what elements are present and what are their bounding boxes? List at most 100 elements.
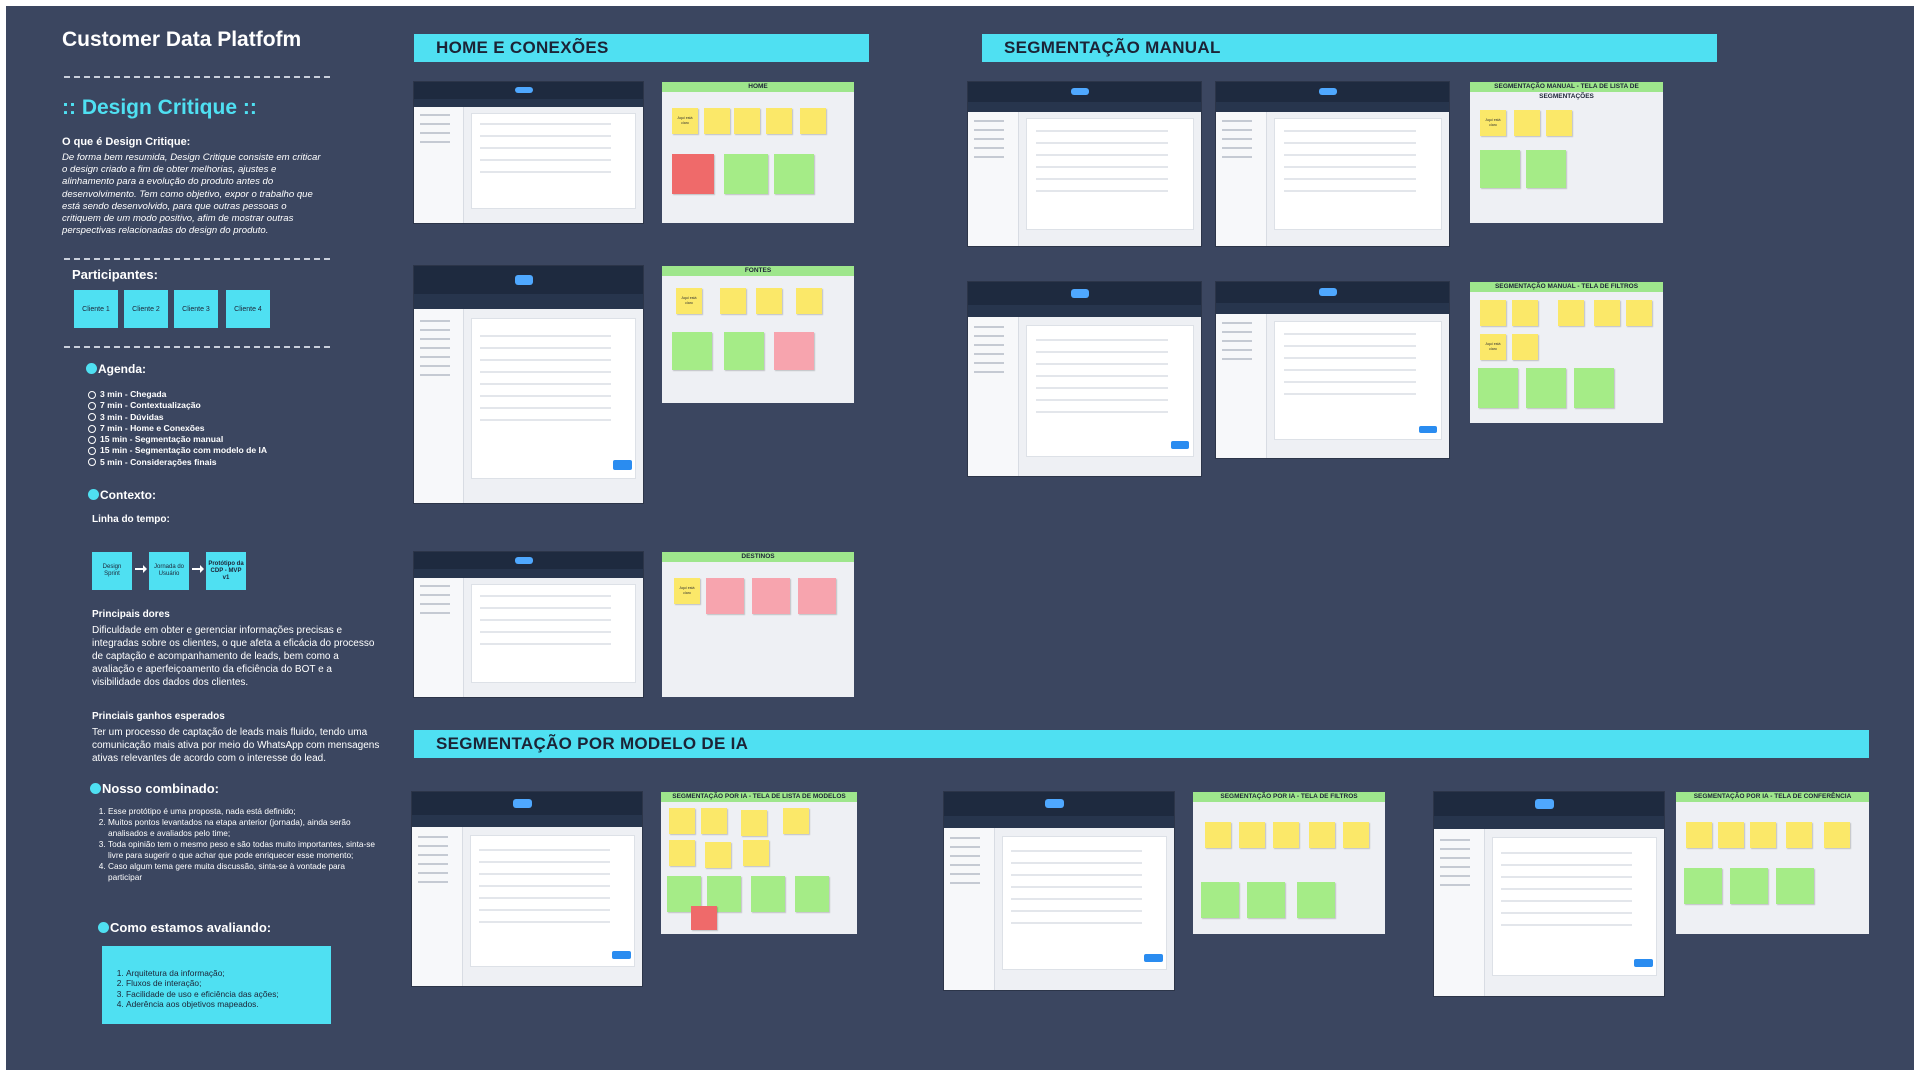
screen-manual-filters-1[interactable] <box>968 282 1201 476</box>
sticky-note[interactable] <box>1574 368 1614 408</box>
sticky-note[interactable]: Aqui está claro <box>1480 110 1506 136</box>
sticky-note[interactable] <box>1480 300 1506 326</box>
participant-card[interactable]: Cliente 3 <box>174 290 218 328</box>
sticky-note[interactable] <box>1546 110 1572 136</box>
sticky-note[interactable] <box>1750 822 1776 848</box>
sticky-note[interactable] <box>1526 150 1566 188</box>
screen-ia-models[interactable] <box>412 792 642 986</box>
sticky-note[interactable] <box>1309 822 1335 848</box>
sticky-note[interactable] <box>741 810 767 836</box>
sticky-note[interactable] <box>796 288 822 314</box>
sticky-note[interactable] <box>1526 368 1566 408</box>
sticky-note[interactable] <box>672 332 712 370</box>
timeline-step[interactable]: Design Sprint <box>92 552 132 590</box>
sticky-note[interactable] <box>724 332 764 370</box>
screen-manual-filters-2[interactable] <box>1216 282 1449 458</box>
sticky-note[interactable] <box>1343 822 1369 848</box>
sticky-note[interactable] <box>1239 822 1265 848</box>
sticky-note[interactable] <box>798 578 836 614</box>
sticky-note[interactable] <box>1247 882 1285 918</box>
sticky-note[interactable] <box>1824 822 1850 848</box>
criteria-item: Fluxos de interação; <box>126 978 317 988</box>
sticky-note[interactable] <box>1718 822 1744 848</box>
sticky-note[interactable] <box>691 906 717 930</box>
sticky-note[interactable] <box>1684 868 1722 904</box>
sticky-note[interactable] <box>1776 868 1814 904</box>
notes-panel-destinos[interactable]: DESTINOS Aqui está claro <box>662 552 854 697</box>
sticky-note[interactable] <box>783 808 809 834</box>
agenda-item: 15 min - Segmentação manual <box>88 434 267 445</box>
panel-title: DESTINOS <box>662 552 854 562</box>
notes-panel-ia-models[interactable]: SEGMENTAÇÃO POR IA - TELA DE LISTA DE MO… <box>661 792 857 934</box>
criteria-item: Arquitetura da informação; <box>126 968 317 978</box>
sticky-note[interactable]: Aqui está claro <box>676 288 702 314</box>
sticky-note[interactable] <box>1626 300 1652 326</box>
what-text: De forma bem resumida, Design Critique c… <box>62 152 321 237</box>
sticky-note[interactable] <box>724 154 768 194</box>
sticky-note[interactable]: Aqui está claro <box>674 578 700 604</box>
sticky-note[interactable] <box>1201 882 1239 918</box>
notes-panel-fontes[interactable]: FONTES Aqui está claro <box>662 266 854 403</box>
sticky-note[interactable] <box>734 108 760 134</box>
timeline-heading: Linha do tempo: <box>92 514 170 525</box>
sticky-note[interactable] <box>669 808 695 834</box>
panel-title: SEGMENTAÇÃO POR IA - TELA DE CONFERÊNCIA <box>1676 792 1869 802</box>
sticky-note[interactable] <box>1205 822 1231 848</box>
sticky-note[interactable]: Aqui está claro <box>672 108 698 134</box>
sticky-note[interactable] <box>705 842 731 868</box>
screen-ia-filters[interactable] <box>944 792 1174 990</box>
sticky-note[interactable] <box>800 108 826 134</box>
sticky-note[interactable] <box>751 876 785 912</box>
screen-fontes[interactable] <box>414 266 643 503</box>
sticky-note[interactable] <box>1730 868 1768 904</box>
screen-home[interactable] <box>414 82 643 223</box>
timeline-step[interactable]: Jornada do Usuário <box>149 552 189 590</box>
arrow-right-icon <box>192 565 204 573</box>
whiteboard[interactable]: Customer Data Platfofm :: Design Critiqu… <box>6 6 1914 1070</box>
participant-card[interactable]: Cliente 4 <box>226 290 270 328</box>
sticky-note[interactable] <box>1512 334 1538 360</box>
sticky-note[interactable] <box>706 578 744 614</box>
screen-manual-ia-empty[interactable] <box>1216 82 1449 246</box>
sticky-note[interactable] <box>1480 150 1520 188</box>
criteria-item: Aderência aos objetivos mapeados. <box>126 999 317 1009</box>
notes-panel-ia-filters[interactable]: SEGMENTAÇÃO POR IA - TELA DE FILTROS <box>1193 792 1385 934</box>
sticky-note[interactable] <box>756 288 782 314</box>
sticky-note[interactable]: Aqui está claro <box>1480 334 1506 360</box>
notes-panel-ia-conference[interactable]: SEGMENTAÇÃO POR IA - TELA DE CONFERÊNCIA <box>1676 792 1869 934</box>
sticky-note[interactable] <box>672 154 714 194</box>
timeline-step[interactable]: Protótipo da CDP - MVP v1 <box>206 552 246 590</box>
sticky-note[interactable] <box>1558 300 1584 326</box>
sticky-note[interactable] <box>669 840 695 866</box>
screen-destinos[interactable] <box>414 552 643 697</box>
sticky-note[interactable] <box>701 808 727 834</box>
clock-icon <box>88 401 96 410</box>
notes-panel-manual-filters[interactable]: SEGMENTAÇÃO MANUAL - TELA DE FILTROS Aqu… <box>1470 282 1663 423</box>
sticky-note[interactable] <box>1273 822 1299 848</box>
sticky-note[interactable] <box>1297 882 1335 918</box>
screen-ia-conference[interactable] <box>1434 792 1664 996</box>
participant-card[interactable]: Cliente 2 <box>124 290 168 328</box>
notes-panel-manual-list[interactable]: SEGMENTAÇÃO MANUAL - TELA DE LISTA DE SE… <box>1470 82 1663 223</box>
criteria-box[interactable]: Arquitetura da informação; Fluxos de int… <box>102 946 331 1024</box>
notes-panel-home[interactable]: HOME Aqui está claro <box>662 82 854 223</box>
sticky-note[interactable] <box>1478 368 1518 408</box>
sticky-note[interactable] <box>1786 822 1812 848</box>
sticky-note[interactable] <box>774 154 814 194</box>
sticky-note[interactable] <box>1512 300 1538 326</box>
sticky-note[interactable] <box>704 108 730 134</box>
sticky-note[interactable] <box>766 108 792 134</box>
sticky-note[interactable] <box>743 840 769 866</box>
sticky-note[interactable] <box>720 288 746 314</box>
sticky-note[interactable] <box>752 578 790 614</box>
divider <box>64 346 330 348</box>
agenda-list: 3 min - Chegada 7 min - Contextualização… <box>88 389 267 468</box>
sticky-note[interactable] <box>1686 822 1712 848</box>
participant-card[interactable]: Cliente 1 <box>74 290 118 328</box>
sticky-note[interactable] <box>1514 110 1540 136</box>
sticky-note[interactable] <box>1594 300 1620 326</box>
sticky-note[interactable] <box>795 876 829 912</box>
screen-manual-list[interactable] <box>968 82 1201 246</box>
sticky-note[interactable] <box>774 332 814 370</box>
agreed-list: Esse protótipo é uma proposta, nada está… <box>96 806 378 883</box>
